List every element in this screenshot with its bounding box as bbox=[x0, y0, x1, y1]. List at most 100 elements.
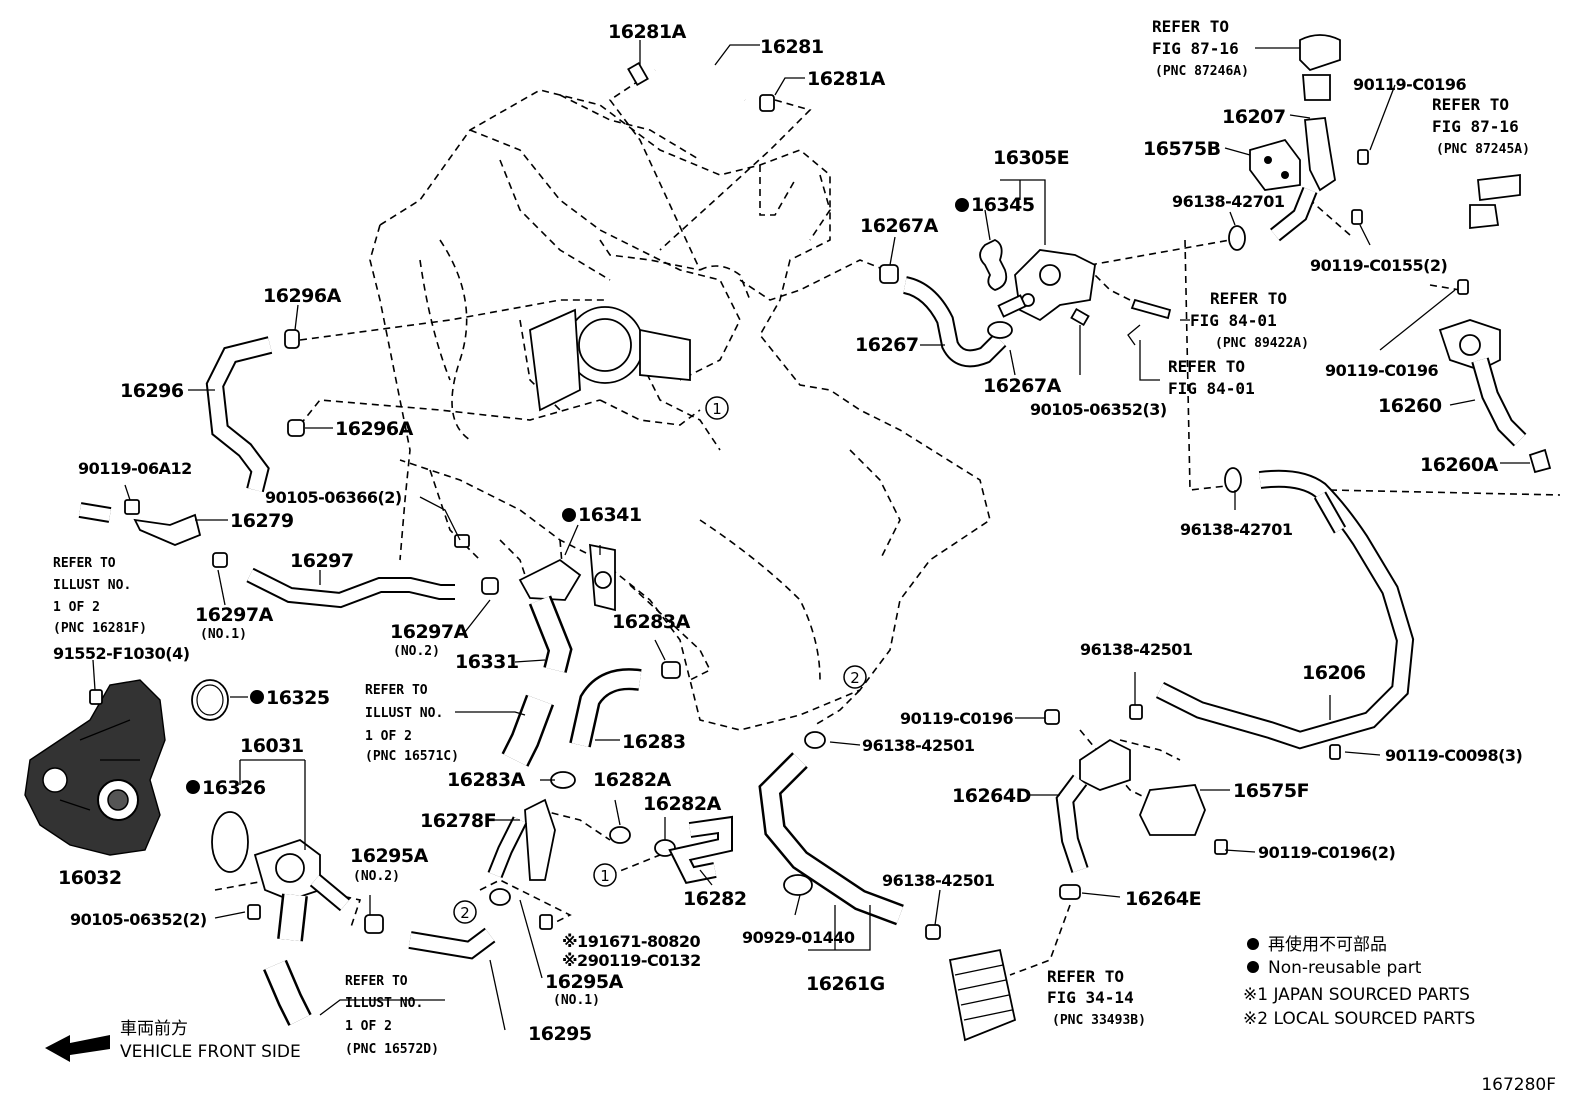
label-16031: 16031 bbox=[240, 735, 304, 757]
ref-16281F-l4: (PNC 16281F) bbox=[53, 621, 147, 636]
water-pump bbox=[24, 679, 166, 856]
label-16267A-bot: 16267A bbox=[983, 375, 1062, 397]
ref-16281F-l2: ILLUST NO. bbox=[53, 578, 131, 593]
vehicle-front-arrow bbox=[45, 1035, 110, 1062]
label-96138-42501-c: 96138-42501 bbox=[882, 871, 995, 890]
label-16575B: 16575B bbox=[1143, 138, 1221, 160]
label-no2-a: (NO.2) bbox=[393, 644, 440, 659]
ref-89422A-l3: (PNC 89422A) bbox=[1215, 336, 1309, 351]
reference-notes: REFER TO FIG 87-16 (PNC 87246A) REFER TO… bbox=[53, 17, 1530, 1057]
label-16264E: 16264E bbox=[1125, 888, 1201, 910]
label-16281A-top: 16281A bbox=[608, 21, 687, 43]
label-90929-01440: 90929-01440 bbox=[742, 928, 855, 947]
ref-16572D-l1: REFER TO bbox=[345, 974, 408, 989]
label-16331: 16331 bbox=[455, 651, 519, 673]
marker-1-b: 1 bbox=[600, 867, 610, 885]
label-16297A-no2: 16297A bbox=[390, 621, 469, 643]
leader-lines bbox=[92, 40, 1530, 1031]
label-16260: 16260 bbox=[1378, 395, 1442, 417]
marker-1-a: 1 bbox=[712, 400, 722, 418]
ref-87246A-l2: FIG 87-16 bbox=[1152, 39, 1239, 58]
label-91552-F1030-4: 91552-F1030(4) bbox=[53, 644, 190, 663]
label-90119-C0098-3: 90119-C0098(3) bbox=[1385, 746, 1522, 765]
ref-84-01-l2: FIG 84-01 bbox=[1168, 379, 1255, 398]
label-16264D: 16264D bbox=[952, 785, 1031, 807]
label-16261G: 16261G bbox=[806, 973, 885, 995]
label-16260A: 16260A bbox=[1420, 454, 1499, 476]
ref-16572D-l3: 1 OF 2 bbox=[345, 1019, 392, 1034]
label-90105-06352-3: 90105-06352(3) bbox=[1030, 400, 1167, 419]
label-90119-C0196-right: 90119-C0196 bbox=[1325, 361, 1438, 380]
label-16281: 16281 bbox=[760, 36, 824, 58]
legend-japan-sourced: ※1 JAPAN SOURCED PARTS bbox=[1243, 985, 1470, 1005]
ref-87246A-l1: REFER TO bbox=[1152, 17, 1229, 36]
label-290119-C0132: ※290119-C0132 bbox=[562, 951, 701, 970]
ref-87245A-l2: FIG 87-16 bbox=[1432, 117, 1519, 136]
label-16295: 16295 bbox=[528, 1023, 592, 1045]
label-90119-C0196-mid: 90119-C0196 bbox=[900, 709, 1013, 728]
label-16297A-no1: 16297A bbox=[195, 604, 274, 626]
label-16206: 16206 bbox=[1302, 662, 1366, 684]
ref-16571C-l2: ILLUST NO. bbox=[365, 706, 443, 721]
vehicle-front-jp: 車両前方 bbox=[120, 1019, 188, 1039]
label-16305E: 16305E bbox=[993, 147, 1069, 169]
label-16345: 16345 bbox=[971, 194, 1035, 216]
vehicle-front-label: 車両前方 VEHICLE FRONT SIDE bbox=[120, 1019, 301, 1062]
non-reusable-dots bbox=[186, 198, 1259, 973]
label-16296A-top: 16296A bbox=[263, 285, 342, 307]
label-16297: 16297 bbox=[290, 550, 354, 572]
label-16341: 16341 bbox=[578, 504, 642, 526]
ref-16281F-l1: REFER TO bbox=[53, 556, 116, 571]
label-191671-80820: ※191671-80820 bbox=[562, 932, 701, 951]
ref-16281F-l3: 1 OF 2 bbox=[53, 600, 100, 615]
legend-dot-jp bbox=[1247, 938, 1259, 950]
label-16325: 16325 bbox=[266, 687, 330, 709]
label-16282A-left: 16282A bbox=[593, 769, 672, 791]
throttle-body bbox=[529, 306, 691, 412]
ref-87246A-l3: (PNC 87246A) bbox=[1155, 64, 1249, 79]
label-90119-C0155-2: 90119-C0155(2) bbox=[1310, 256, 1447, 275]
label-16279: 16279 bbox=[230, 510, 294, 532]
label-16283: 16283 bbox=[622, 731, 686, 753]
label-90105-06352-2: 90105-06352(2) bbox=[70, 910, 207, 929]
ref-84-01-l1: REFER TO bbox=[1168, 357, 1245, 376]
label-16267: 16267 bbox=[855, 334, 919, 356]
label-no2-b: (NO.2) bbox=[353, 869, 400, 884]
label-16207: 16207 bbox=[1222, 106, 1286, 128]
label-no1-b: (NO.1) bbox=[553, 993, 600, 1008]
label-16296A-mid: 16296A bbox=[335, 418, 414, 440]
ref-33493B-l2: FIG 34-14 bbox=[1047, 988, 1134, 1007]
ref-16571C-l1: REFER TO bbox=[365, 683, 428, 698]
hoses bbox=[24, 34, 1552, 1042]
part-labels: 16281A 16281 16281A 16296A 16296 16296A … bbox=[53, 21, 1523, 1045]
label-16326: 16326 bbox=[202, 777, 266, 799]
ref-87245A-l1: REFER TO bbox=[1432, 95, 1509, 114]
label-16032: 16032 bbox=[58, 867, 122, 889]
legend-dot-en bbox=[1247, 961, 1259, 973]
non-reusable-dot-16326 bbox=[186, 780, 200, 794]
label-96138-42501-b: 96138-42501 bbox=[1080, 640, 1193, 659]
connection-lines bbox=[214, 79, 1561, 976]
label-90105-06366-2: 90105-06366(2) bbox=[265, 488, 402, 507]
non-reusable-dot-16341 bbox=[562, 508, 576, 522]
label-16282A-right: 16282A bbox=[643, 793, 722, 815]
label-16278F: 16278F bbox=[420, 810, 496, 832]
label-16295A-no2: 16295A bbox=[350, 845, 429, 867]
ref-16572D-l2: ILLUST NO. bbox=[345, 996, 423, 1011]
reference-markers: 1 1 2 2 bbox=[453, 396, 867, 924]
ref-89422A-l2: FIG 84-01 bbox=[1190, 311, 1277, 330]
label-90119-06A12: 90119-06A12 bbox=[78, 459, 192, 478]
non-reusable-dot-16345 bbox=[955, 198, 969, 212]
figure-code: 167280F bbox=[1481, 1075, 1556, 1095]
label-16281A-right: 16281A bbox=[807, 68, 886, 90]
label-96138-42501-a: 96138-42501 bbox=[862, 736, 975, 755]
label-no1-a: (NO.1) bbox=[200, 627, 247, 642]
ref-16572D-l4: (PNC 16572D) bbox=[345, 1042, 439, 1057]
label-16267A-top: 16267A bbox=[860, 215, 939, 237]
ref-89422A-l1: REFER TO bbox=[1210, 289, 1287, 308]
ref-16571C-l3: 1 OF 2 bbox=[365, 729, 412, 744]
ref-87245A-l3: (PNC 87245A) bbox=[1436, 142, 1530, 157]
ref-33493B-l3: (PNC 33493B) bbox=[1052, 1013, 1146, 1028]
label-96138-42701-top: 96138-42701 bbox=[1172, 192, 1285, 211]
